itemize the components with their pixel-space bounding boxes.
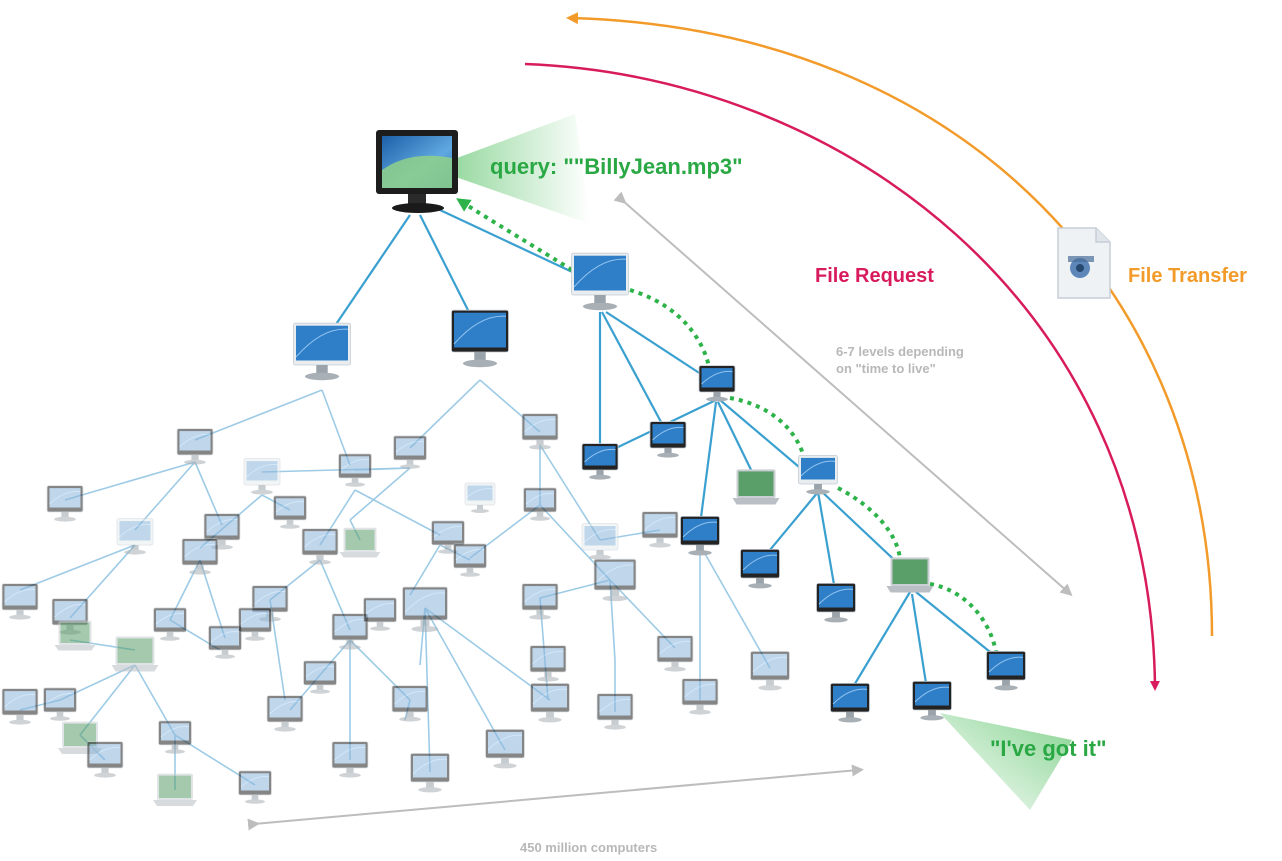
computer-icon: [243, 458, 281, 495]
query-path-segment: [837, 486, 902, 563]
computer-icon: [158, 720, 192, 754]
levels-label-line1: 6-7 levels depending: [836, 344, 964, 359]
computer-icon: [912, 681, 952, 721]
computer-icon: [331, 613, 369, 650]
background-computers: [1, 413, 790, 806]
computer-icon: [410, 753, 450, 793]
computer-icon: [732, 469, 780, 505]
computer-icon: [1, 688, 39, 725]
computer-icon: [54, 620, 96, 651]
computer-icon: [51, 598, 89, 635]
levels-arrow: [613, 191, 1073, 596]
computer-icon: [339, 527, 381, 558]
query-beam: [430, 114, 590, 224]
computer-icon: [116, 518, 154, 555]
active-computers: [293, 252, 1026, 723]
computer-icon: [485, 729, 525, 769]
computer-icon: [238, 607, 272, 641]
computer-icon: [986, 651, 1026, 691]
computer-icon: [816, 583, 856, 623]
computer-icon: [530, 683, 570, 723]
query-path-segment: [729, 396, 808, 467]
computer-icon: [363, 597, 397, 631]
computer-icon: [698, 365, 736, 402]
got-it-label: "I've got it": [990, 736, 1107, 761]
computer-icon: [464, 482, 496, 513]
computers-label: 450 million computers: [520, 840, 657, 855]
computer-icon: [649, 421, 687, 458]
query-path-segment: [629, 288, 712, 373]
computer-icon: [740, 549, 780, 589]
music-file-icon: [1057, 227, 1111, 299]
computer-icon: [681, 678, 719, 715]
computer-icon: [208, 625, 242, 659]
computer-icon: [153, 773, 197, 806]
width-arrow: [247, 764, 864, 831]
answer-beam: [940, 713, 1072, 810]
computer-icon: [529, 645, 567, 682]
computer-icon: [153, 607, 187, 641]
computer-icon: [1, 583, 39, 620]
computer-icon: [391, 685, 429, 722]
computer-icon: [111, 636, 159, 672]
computer-icon: [273, 495, 307, 529]
computer-icon: [886, 557, 934, 593]
computer-icon: [680, 516, 720, 556]
computer-icon: [581, 523, 619, 560]
computer-icon: [86, 741, 124, 778]
origin-monitor-icon: [376, 130, 458, 213]
computer-icon: [523, 487, 557, 521]
computer-icon: [338, 453, 372, 487]
query-path-segment: [929, 582, 998, 653]
computer-icon: [750, 651, 790, 691]
computer-icon: [521, 413, 559, 450]
computer-icon: [181, 538, 219, 575]
computer-icon: [293, 322, 351, 381]
file-request-arc: [524, 62, 1160, 691]
query-path: [456, 198, 574, 272]
computer-icon: [593, 558, 637, 602]
computer-icon: [301, 528, 339, 565]
computer-icon: [176, 428, 214, 465]
file-request-label: File Request: [815, 265, 934, 287]
query-label: query: ""BillyJean.mp3": [490, 154, 743, 179]
computer-icon: [331, 741, 369, 778]
computer-icon: [656, 635, 694, 672]
computer-icon: [453, 543, 487, 577]
computer-icon: [641, 511, 679, 548]
computer-icon: [303, 660, 337, 694]
computer-icon: [830, 683, 870, 723]
file-transfer-label: File Transfer: [1128, 265, 1247, 287]
computer-icon: [238, 770, 272, 804]
computer-icon: [581, 443, 619, 480]
levels-label-line2: on "time to live": [836, 361, 936, 376]
computer-icon: [43, 687, 77, 721]
computer-icon: [571, 252, 629, 311]
computer-icon: [596, 693, 634, 730]
file-transfer-arc: [566, 12, 1214, 637]
computer-icon: [431, 520, 465, 554]
computer-icon: [798, 454, 838, 495]
computer-icon: [393, 435, 427, 469]
computer-icon: [521, 583, 559, 620]
computer-icon: [402, 586, 448, 632]
computer-icon: [266, 695, 304, 732]
computer-icon: [46, 485, 84, 522]
computer-icon: [451, 309, 509, 368]
